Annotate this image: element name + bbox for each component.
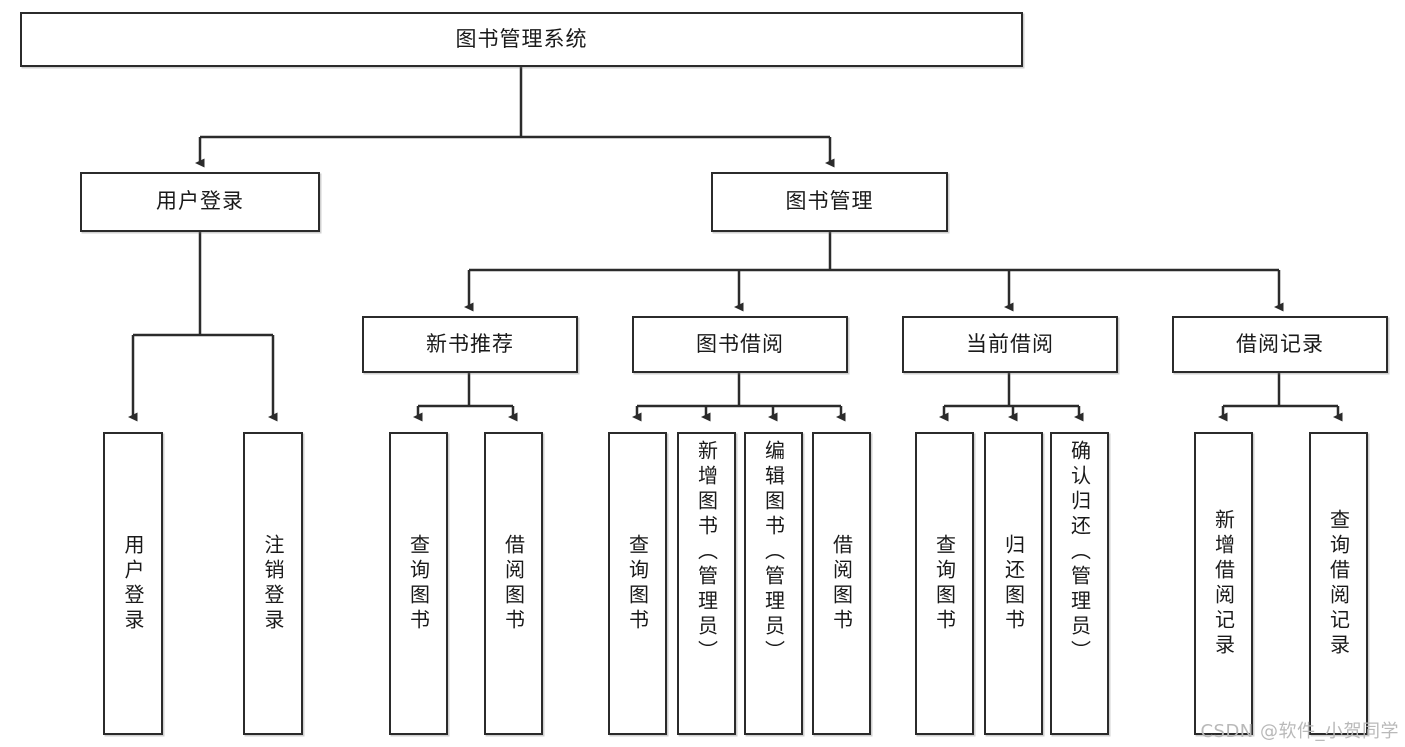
leaf-borrow-book-1-label: 借阅图书 xyxy=(501,533,526,634)
leaf-borrow-book-1[interactable]: 借阅图书 xyxy=(484,432,543,735)
leaf-confirm-return-label: 确认归还（管理员） xyxy=(1067,440,1092,665)
node-current-borrow[interactable]: 当前借阅 xyxy=(902,316,1118,373)
leaf-add-book[interactable]: 新增图书（管理员） xyxy=(677,432,736,735)
leaf-add-record-label: 新增借阅记录 xyxy=(1211,508,1236,659)
leaf-query-book-3-label: 查询图书 xyxy=(932,533,957,634)
node-book-borrow-label: 图书借阅 xyxy=(696,331,784,356)
leaf-logout-label: 注销登录 xyxy=(261,533,285,634)
node-borrow-record[interactable]: 借阅记录 xyxy=(1172,316,1388,373)
node-book-manage-label: 图书管理 xyxy=(785,189,874,214)
leaf-confirm-return[interactable]: 确认归还（管理员） xyxy=(1050,432,1109,735)
node-borrow-record-label: 借阅记录 xyxy=(1236,331,1324,356)
node-user-login[interactable]: 用户登录 xyxy=(80,172,320,232)
node-book-borrow[interactable]: 图书借阅 xyxy=(632,316,848,373)
node-root-label: 图书管理系统 xyxy=(455,26,588,51)
leaf-add-book-label: 新增图书（管理员） xyxy=(694,440,719,665)
leaf-edit-book[interactable]: 编辑图书（管理员） xyxy=(744,432,803,735)
leaf-user-login[interactable]: 用户登录 xyxy=(103,432,163,735)
leaf-query-book-3[interactable]: 查询图书 xyxy=(915,432,974,735)
watermark: CSDN @软件_小贺同学 xyxy=(1200,721,1399,742)
leaf-edit-book-label: 编辑图书（管理员） xyxy=(761,440,786,665)
leaf-query-book-1[interactable]: 查询图书 xyxy=(389,432,448,735)
leaf-query-record-label: 查询借阅记录 xyxy=(1326,508,1351,659)
leaf-return-book-label: 归还图书 xyxy=(1001,533,1026,634)
leaf-logout[interactable]: 注销登录 xyxy=(243,432,303,735)
leaf-borrow-book-2-label: 借阅图书 xyxy=(829,533,854,634)
leaf-user-login-label: 用户登录 xyxy=(121,533,145,634)
leaf-query-book-1-label: 查询图书 xyxy=(406,533,431,634)
node-book-manage[interactable]: 图书管理 xyxy=(711,172,948,232)
leaf-return-book[interactable]: 归还图书 xyxy=(984,432,1043,735)
node-root[interactable]: 图书管理系统 xyxy=(20,12,1023,67)
node-current-borrow-label: 当前借阅 xyxy=(966,331,1054,356)
node-user-login-label: 用户登录 xyxy=(156,189,244,214)
leaf-borrow-book-2[interactable]: 借阅图书 xyxy=(812,432,871,735)
leaf-add-record[interactable]: 新增借阅记录 xyxy=(1194,432,1253,735)
leaf-query-record[interactable]: 查询借阅记录 xyxy=(1309,432,1368,735)
node-new-book-recommend-label: 新书推荐 xyxy=(426,331,514,356)
node-new-book-recommend[interactable]: 新书推荐 xyxy=(362,316,578,373)
leaf-query-book-2-label: 查询图书 xyxy=(625,533,650,634)
leaf-query-book-2[interactable]: 查询图书 xyxy=(608,432,667,735)
